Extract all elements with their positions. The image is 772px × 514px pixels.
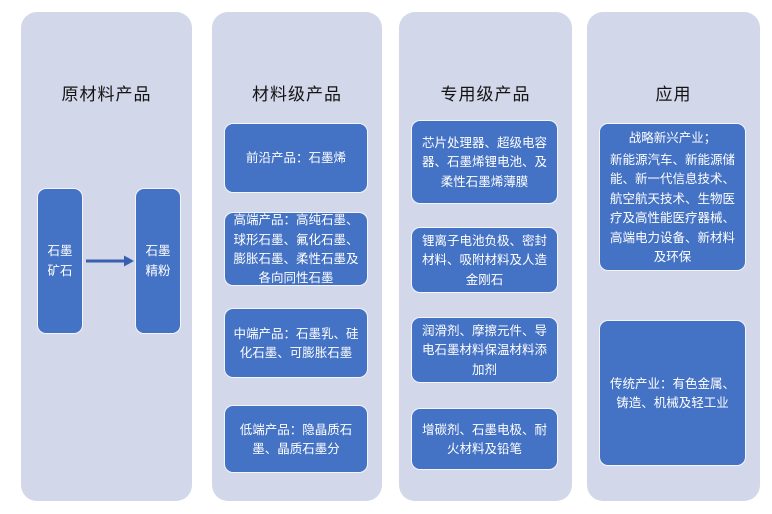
box-midrange-products: 中端产品：石墨乳、硅化石墨、可膨胀石墨	[224, 308, 368, 378]
box-lubricants-additives: 润滑剂、摩擦元件、导电石墨材料保温材料添加剂	[411, 317, 558, 383]
column-title-material-grade: 材料级产品	[252, 85, 342, 105]
column-title-special-grade: 专用级产品	[440, 85, 531, 105]
box-frontier-products: 前沿产品：石墨烯	[224, 123, 368, 193]
box-battery-sealing-materials: 锂离子电池负极、密封材料、吸附材料及人造金刚石	[411, 227, 558, 293]
column-title-applications: 应用	[655, 85, 692, 105]
column-title-raw-materials: 原材料产品	[61, 85, 152, 105]
box-strategic-emerging-industries: 战略新兴产业； 新能源汽车、新能源储能、新一代信息技术、航空航天技术、生物医疗及…	[599, 123, 746, 271]
box-header-strategic: 战略新兴产业；	[628, 129, 717, 145]
node-label-line: 石墨	[145, 243, 171, 258]
node-label-line: 精粉	[145, 263, 171, 278]
box-graphene-devices: 芯片处理器、超级电容器、石墨烯锂电池、及柔性石墨烯薄膜	[411, 120, 558, 204]
column-special-grade: 专用级产品 芯片处理器、超级电容器、石墨烯锂电池、及柔性石墨烯薄膜 锂离子电池负…	[399, 12, 572, 501]
node-graphite-fine-powder: 石墨 精粉	[135, 188, 181, 334]
box-carburizer-electrodes: 增碳剂、石墨电极、耐火材料及铅笔	[411, 408, 558, 470]
box-traditional-industries: 传统产业：有色金属、铸造、机械及轻工业	[599, 320, 746, 466]
column-material-grade: 材料级产品 前沿产品：石墨烯 高端产品：高纯石墨、球形石墨、氟化石墨、膨胀石墨、…	[212, 12, 382, 501]
column-applications: 应用 战略新兴产业； 新能源汽车、新能源储能、新一代信息技术、航空航天技术、生物…	[587, 12, 760, 501]
node-label-line: 石墨	[47, 243, 73, 258]
node-label-line: 矿石	[47, 263, 73, 278]
column-raw-materials: 原材料产品 石墨 矿石 石墨 精粉	[21, 12, 192, 501]
box-body-strategic: 新能源汽车、新能源储能、新一代信息技术、航空航天技术、生物医疗及高性能医疗器械、…	[609, 152, 735, 264]
right-arrow-icon	[86, 255, 134, 267]
box-lowend-products: 低端产品：隐晶质石墨、晶质石墨分	[224, 405, 368, 473]
box-highend-products: 高端产品：高纯石墨、球形石墨、氟化石墨、膨胀石墨、柔性石墨及各向同性石墨	[224, 212, 368, 286]
node-graphite-ore: 石墨 矿石	[37, 188, 83, 334]
